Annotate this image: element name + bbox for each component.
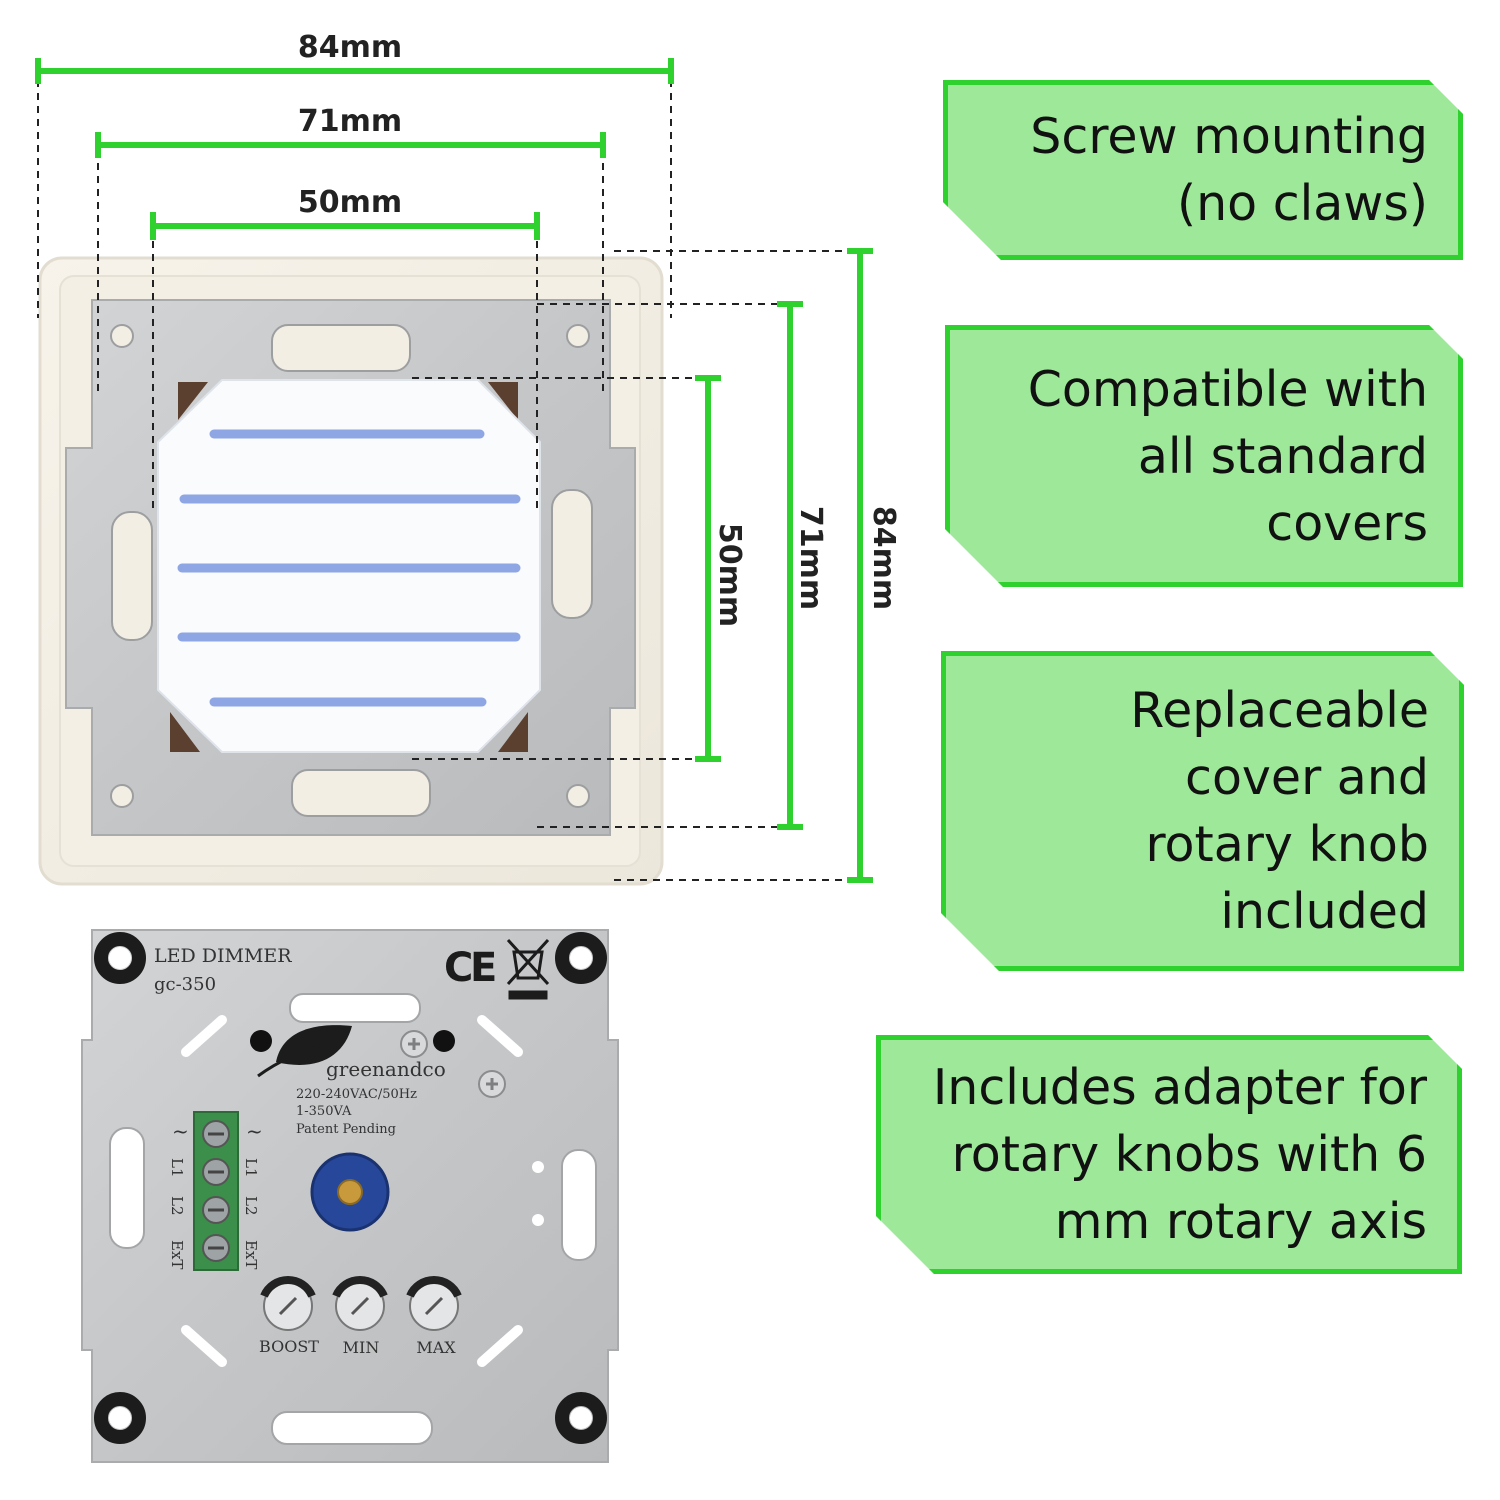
terminal-left-l1: L1 xyxy=(168,1158,186,1178)
ce-mark-icon: C xyxy=(444,945,473,991)
dimension-lines: 84mm 71mm 50mm 50mm 71mm 84mm xyxy=(35,30,901,883)
feature-callout-screw-mounting: Screw mounting (no claws) xyxy=(943,80,1463,260)
terminal-block xyxy=(193,1111,239,1271)
patent-text: Patent Pending xyxy=(296,1122,396,1137)
brand-name: greenandco xyxy=(326,1057,446,1081)
terminal-right-l2: L2 xyxy=(242,1196,260,1216)
feature-callout-replaceable-cover: Replaceable cover and rotary knob includ… xyxy=(941,651,1464,971)
dim-label-height-outer: 84mm xyxy=(866,506,901,610)
tilde-icon: ~ xyxy=(246,1119,263,1143)
dim-label-height-mid: 71mm xyxy=(793,506,828,610)
feature-text: Compatible with all standard covers xyxy=(1027,360,1428,552)
feature-callout-adapter: Includes adapter for rotary knobs with 6… xyxy=(876,1035,1462,1274)
pot-label-max: MAX xyxy=(416,1338,456,1357)
feature-text: Includes adapter for rotary knobs with 6… xyxy=(932,1059,1427,1250)
feature-text: Screw mounting (no claws) xyxy=(1030,108,1428,232)
terminal-right-l1: L1 xyxy=(242,1158,260,1178)
svg-text:E: E xyxy=(470,945,497,991)
terminal-right-ext: ExT xyxy=(242,1240,260,1269)
trim-pot-boost xyxy=(260,1276,316,1331)
dimmer-module: LED DIMMER gc-350 C E greenandco 220-240… xyxy=(81,929,619,1463)
feature-callout-compatible-covers: Compatible with all standard covers xyxy=(945,325,1463,587)
rotary-shaft xyxy=(310,1152,390,1232)
weee-bin-icon xyxy=(506,938,550,1000)
leaf-logo-icon xyxy=(257,1025,352,1078)
trim-pot-max xyxy=(406,1276,462,1331)
trim-pot-min xyxy=(332,1276,388,1331)
terminal-left-l2: L2 xyxy=(168,1196,186,1216)
feature-text: Replaceable cover and rotary knob includ… xyxy=(1130,682,1429,940)
product-name: LED DIMMER xyxy=(154,945,292,967)
rating-power: 1-350VA xyxy=(296,1104,352,1119)
pot-label-boost: BOOST xyxy=(259,1337,319,1356)
terminal-left-ext: ExT xyxy=(168,1240,186,1269)
dim-label-width-outer: 84mm xyxy=(298,30,402,65)
dim-label-width-mid: 71mm xyxy=(298,104,402,139)
frame-assembly xyxy=(38,256,664,886)
pot-label-min: MIN xyxy=(343,1338,380,1357)
tilde-icon: ~ xyxy=(172,1119,189,1143)
dim-label-width-inner: 50mm xyxy=(298,185,402,220)
product-model: gc-350 xyxy=(154,974,216,995)
rating-voltage: 220-240VAC/50Hz xyxy=(296,1087,417,1102)
dim-label-height-inner: 50mm xyxy=(712,523,747,627)
